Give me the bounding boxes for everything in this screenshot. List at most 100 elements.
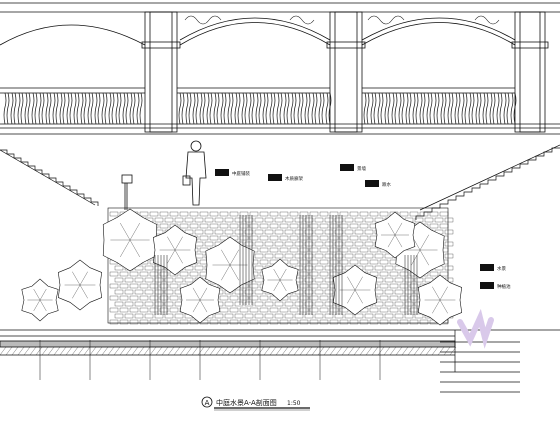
hatch-line xyxy=(407,346,415,356)
stone-block xyxy=(399,271,409,277)
stone-block xyxy=(354,217,364,223)
leaf-stroke xyxy=(439,299,448,314)
baluster xyxy=(213,92,220,125)
leaf-stroke xyxy=(419,234,429,251)
stone-block xyxy=(219,307,229,313)
baluster xyxy=(262,92,269,125)
hatch-line xyxy=(0,346,7,356)
stone-block xyxy=(269,319,279,325)
stone-block xyxy=(159,319,169,325)
stone-block xyxy=(214,313,224,319)
stone-block xyxy=(329,319,339,325)
baluster xyxy=(297,92,304,125)
hatch-line xyxy=(107,346,115,356)
stone-block xyxy=(229,295,239,301)
stone-block xyxy=(164,313,174,319)
stone-block xyxy=(169,295,179,301)
stone-block xyxy=(389,295,399,301)
stone-block xyxy=(154,265,164,271)
stone-block xyxy=(254,301,264,307)
hatch-line xyxy=(413,346,421,356)
stone-block xyxy=(284,313,294,319)
baluster xyxy=(24,92,31,125)
stone-block xyxy=(204,217,214,223)
baluster xyxy=(94,92,101,125)
stone-block xyxy=(139,307,149,313)
stone-block xyxy=(374,289,384,295)
stone-block xyxy=(344,313,354,319)
leaf-stroke xyxy=(394,234,403,248)
hatch-line xyxy=(263,346,271,356)
leaf-stroke xyxy=(354,289,363,304)
stone-block xyxy=(369,319,379,325)
stone-block xyxy=(184,277,194,283)
stone-block xyxy=(314,265,324,271)
stone-block xyxy=(114,289,124,295)
baluster xyxy=(276,92,283,125)
upper-architecture xyxy=(0,2,560,135)
stone-block xyxy=(359,211,369,217)
stone-block xyxy=(359,235,369,241)
stone-block xyxy=(124,301,134,307)
stone-block xyxy=(309,259,319,265)
stone-block xyxy=(274,253,284,259)
stone-block xyxy=(309,295,319,301)
baluster xyxy=(283,92,290,125)
baluster xyxy=(227,92,234,125)
stone-block xyxy=(194,229,204,235)
stone-block xyxy=(254,313,264,319)
baluster xyxy=(73,92,80,125)
stone-block xyxy=(359,223,369,229)
baluster xyxy=(101,92,108,125)
baluster xyxy=(185,92,192,125)
hatch-line xyxy=(23,346,31,356)
planting xyxy=(21,208,463,326)
stone-block xyxy=(139,295,149,301)
stone-block xyxy=(184,217,194,223)
hatch-line xyxy=(185,346,193,356)
stone-block xyxy=(339,223,349,229)
baluster xyxy=(269,92,276,125)
stone-block xyxy=(424,217,434,223)
stone-block xyxy=(384,289,394,295)
stone-block xyxy=(289,259,299,265)
hatch-line xyxy=(353,346,361,356)
stone-block xyxy=(264,253,274,259)
stone-block xyxy=(364,253,374,259)
stone-block xyxy=(129,295,139,301)
stone-block xyxy=(294,313,304,319)
stone-block xyxy=(359,247,369,253)
stone-block xyxy=(229,223,239,229)
leaf-stroke xyxy=(39,299,47,311)
stone-block xyxy=(259,319,269,325)
stone-block xyxy=(314,313,324,319)
stone-block xyxy=(259,307,269,313)
hatch-line xyxy=(29,346,37,356)
stone-block xyxy=(289,211,299,217)
baluster xyxy=(398,92,405,125)
stone-block xyxy=(164,217,174,223)
hatch-line xyxy=(101,346,109,356)
callout-label: 景墙 xyxy=(357,165,366,172)
stone-block xyxy=(369,307,379,313)
stone-block xyxy=(309,283,319,289)
leaf-stroke xyxy=(354,276,363,291)
stone-block xyxy=(199,211,209,217)
stone-block xyxy=(394,289,404,295)
baluster xyxy=(122,92,129,125)
stone-block xyxy=(109,271,119,277)
stone-block xyxy=(259,223,269,229)
stone-block xyxy=(309,223,319,229)
stone-block xyxy=(229,211,239,217)
stone-block xyxy=(269,247,279,253)
stone-block xyxy=(289,235,299,241)
stone-block xyxy=(154,313,164,319)
stone-block xyxy=(404,313,414,319)
stone-block xyxy=(149,211,159,217)
stone-block xyxy=(319,319,329,325)
stone-block xyxy=(209,235,219,241)
stone-block xyxy=(294,253,304,259)
baluster xyxy=(426,92,433,125)
hatch-line xyxy=(113,346,121,356)
